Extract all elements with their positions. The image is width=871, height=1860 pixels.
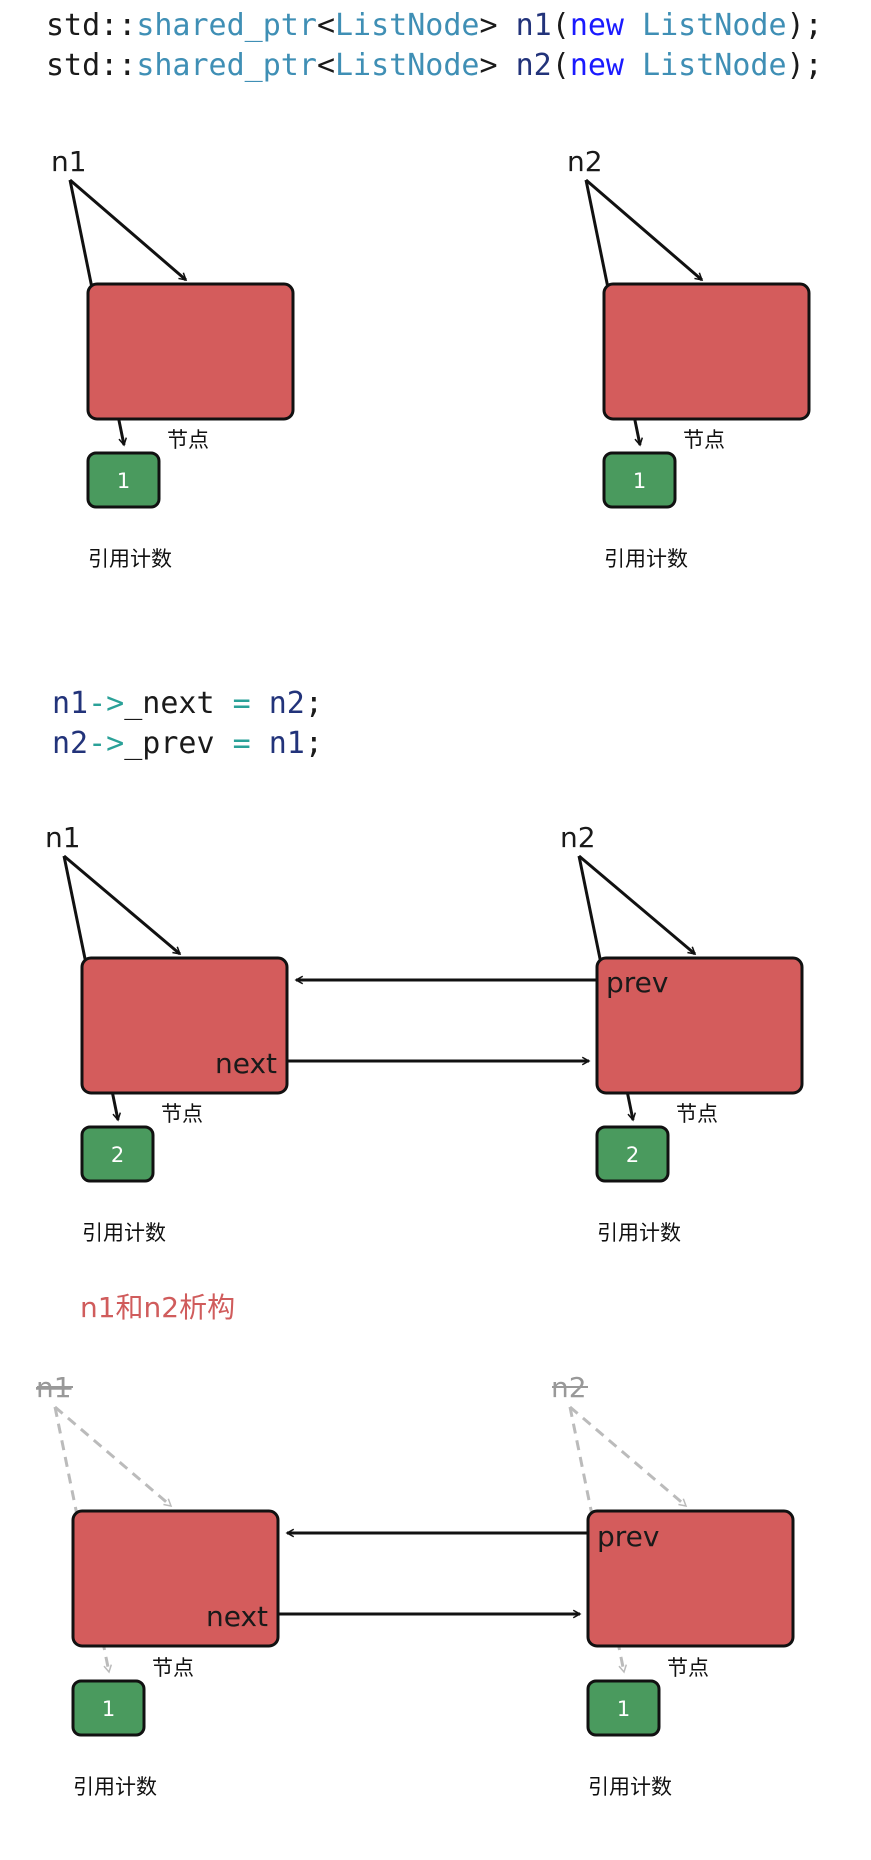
- ref-count-label: 引用计数: [588, 1775, 672, 1799]
- ref-count-label: 引用计数: [82, 1221, 166, 1245]
- code-token: n2: [269, 686, 305, 721]
- next-field-label: next: [215, 1047, 277, 1080]
- code-token: new: [570, 8, 625, 43]
- ref-count-box-n2: [602, 451, 677, 509]
- ref-count-value-n1: 1: [117, 469, 130, 493]
- ref-count-label: 引用计数: [73, 1775, 157, 1799]
- ref-count-value-n2: 2: [626, 1143, 639, 1167]
- ref-count-value-n2: 1: [633, 469, 646, 493]
- diagram-destroyed: n1 next 节点 1 引用计数 n2 prev 节点 1 引用计数: [36, 1371, 795, 1799]
- pointer-to-node-arrow: [54, 1405, 171, 1508]
- code-token: );: [787, 8, 823, 43]
- code-token: =: [215, 726, 269, 761]
- node-label: 节点: [667, 1656, 709, 1680]
- ref-count-value-n1: 1: [102, 1697, 115, 1721]
- code-token: ->: [88, 726, 124, 761]
- code-token: <: [317, 8, 335, 43]
- code-token: new: [570, 48, 625, 83]
- pointer-label-n2: n2: [560, 821, 596, 854]
- code-token: std::: [46, 8, 136, 43]
- list-node-n2: [602, 282, 811, 421]
- node-label: 节点: [167, 428, 209, 452]
- code-token: _prev: [124, 726, 214, 761]
- code-line-2: std::shared_ptr<ListNode> n2(new ListNod…: [46, 48, 823, 83]
- code-token: n1: [269, 726, 305, 761]
- ref-count-box-n1: [71, 1679, 146, 1737]
- code-line-1: n1->_next = n2;: [52, 686, 323, 721]
- pointer-label-n1: n1: [45, 821, 81, 854]
- code-token: =: [215, 686, 269, 721]
- code-token: ->: [88, 686, 124, 721]
- diagram-initial: n1 节点 1 引用计数 n2 节点 1 引用计数: [51, 145, 811, 571]
- code-token: ;: [305, 686, 323, 721]
- pointer-to-node-arrow: [578, 854, 695, 956]
- pointer-to-node-arrow: [585, 178, 702, 282]
- code-token: shared_ptr: [136, 48, 317, 83]
- list-node-n1: [71, 1509, 280, 1648]
- code-token: n1: [516, 8, 552, 43]
- code-token: ListNode: [335, 48, 480, 83]
- ref-count-box-n2: [586, 1679, 661, 1737]
- code-token: std::: [46, 48, 136, 83]
- code-token: ;: [305, 726, 323, 761]
- diagram-linked: n1 next 节点 2 引用计数 n2 prev 节点 2 引用计数: [45, 821, 804, 1245]
- pointer-label-n2: n2: [567, 145, 603, 178]
- node-label: 节点: [683, 428, 725, 452]
- ref-count-label: 引用计数: [604, 547, 688, 571]
- code-token: );: [787, 48, 823, 83]
- code-token: <: [317, 48, 335, 83]
- code-token: [624, 48, 642, 83]
- code-line-2: n2->_prev = n1;: [52, 726, 323, 761]
- code-block-1: std::shared_ptr<ListNode> n1(new ListNod…: [46, 8, 823, 83]
- ref-count-value-n2: 1: [617, 1697, 630, 1721]
- prev-field-label: prev: [597, 1520, 659, 1553]
- ref-count-box-n2: [595, 1125, 670, 1183]
- node-label: 节点: [676, 1102, 718, 1126]
- prev-field-label: prev: [606, 966, 668, 999]
- code-token: shared_ptr: [136, 8, 317, 43]
- ref-count-label: 引用计数: [597, 1221, 681, 1245]
- pointer-to-node-arrow: [69, 178, 186, 282]
- pointer-to-node-arrow: [63, 854, 180, 956]
- list-node-n2: [595, 956, 804, 1095]
- list-node-n1: [86, 282, 295, 421]
- code-token: (: [552, 48, 570, 83]
- list-node-n2: [586, 1509, 795, 1648]
- code-token: ListNode: [642, 48, 787, 83]
- node-label: 节点: [161, 1102, 203, 1126]
- code-token: ListNode: [335, 8, 480, 43]
- code-token: >: [480, 8, 516, 43]
- pointer-label-n1: n1: [51, 145, 87, 178]
- code-token: (: [552, 8, 570, 43]
- code-token: n2: [52, 726, 88, 761]
- destroy-heading: n1和n2析构: [80, 1291, 235, 1324]
- node-label: 节点: [152, 1656, 194, 1680]
- code-token: >: [480, 48, 516, 83]
- code-token: [624, 8, 642, 43]
- ref-count-label: 引用计数: [88, 547, 172, 571]
- ref-count-box-n1: [86, 451, 161, 509]
- code-token: _next: [124, 686, 214, 721]
- ref-count-value-n1: 2: [111, 1143, 124, 1167]
- code-line-1: std::shared_ptr<ListNode> n1(new ListNod…: [46, 8, 823, 43]
- list-node-n1: [80, 956, 289, 1095]
- code-block-2: n1->_next = n2; n2->_prev = n1;: [52, 686, 323, 761]
- next-field-label: next: [206, 1600, 268, 1633]
- pointer-to-node-arrow: [569, 1405, 686, 1508]
- code-token: n1: [52, 686, 88, 721]
- code-token: ListNode: [642, 8, 787, 43]
- code-token: n2: [516, 48, 552, 83]
- ref-count-box-n1: [80, 1125, 155, 1183]
